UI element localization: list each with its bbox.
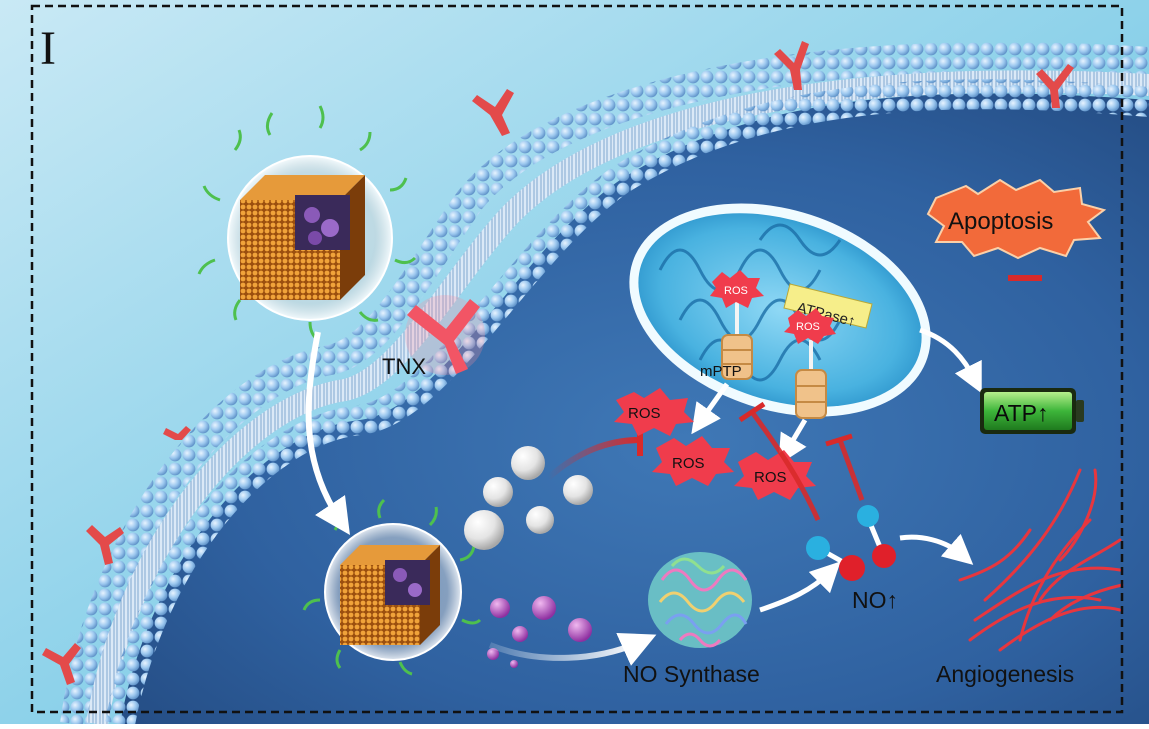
- inhibit-mptp-by-no-1: [738, 401, 821, 522]
- released-white-particles: [464, 446, 593, 550]
- mptp-channel-right: [795, 340, 827, 419]
- mptp-channel-left: [721, 300, 753, 380]
- ros-burst-mito-2: ROS: [784, 308, 836, 344]
- inhibit-apoptosis-by-atp: [1008, 275, 1042, 360]
- no-synthase-protein: [648, 552, 752, 648]
- nanocube-carrier-bottom: [302, 498, 482, 676]
- internalization-arrow: [305, 331, 350, 535]
- ros-label-mito-1: ROS: [724, 285, 748, 297]
- inhibit-mptp-by-no-2: [825, 433, 865, 501]
- atp-battery: ATP↑: [980, 388, 1084, 434]
- arrow-no-to-angiogenesis: [899, 533, 974, 565]
- tnx-label: TNX: [382, 354, 426, 379]
- apoptosis-label: Apoptosis: [948, 208, 1053, 235]
- ros-burst-mito-1: ROS: [710, 270, 764, 308]
- released-purple-particles: [487, 596, 592, 668]
- arrow-mptp-left-to-ros: [691, 382, 730, 435]
- mitochondrion: [629, 203, 931, 417]
- receptors: [42, 41, 1074, 685]
- arrow-mito-to-atp: [919, 327, 982, 394]
- ros-burst-3: ROS: [734, 450, 816, 500]
- blood-vessels: [958, 468, 1124, 652]
- panel-frame: [30, 4, 1124, 714]
- panel-letter: I: [40, 22, 56, 75]
- arrow-mptp-right-to-ros: [778, 418, 808, 465]
- nanocube-carrier-top: [197, 105, 417, 342]
- ros-label-mito-2: ROS: [796, 321, 820, 333]
- no-label: NO↑: [852, 587, 898, 613]
- no-molecule-1: [806, 536, 865, 581]
- ros-burst-1: ROS: [614, 388, 694, 436]
- ros-label-2: ROS: [672, 455, 705, 472]
- no-synthase-label: NO Synthase: [623, 661, 760, 687]
- arrow-to-no-synthase: [488, 632, 657, 666]
- arrow-synthase-to-no: [759, 561, 841, 613]
- ros-burst-2: ROS: [652, 436, 734, 486]
- angiogenesis-label: Angiogenesis: [936, 661, 1074, 687]
- mptp-label: mPTP: [700, 363, 742, 380]
- tnx-receptor: [405, 295, 485, 375]
- apoptosis-burst: Apoptosis: [926, 178, 1107, 260]
- atp-label: ATP↑: [994, 400, 1049, 426]
- no-molecule-2: [857, 505, 896, 568]
- ros-label-3: ROS: [754, 469, 787, 486]
- ros-label-1: ROS: [628, 405, 661, 422]
